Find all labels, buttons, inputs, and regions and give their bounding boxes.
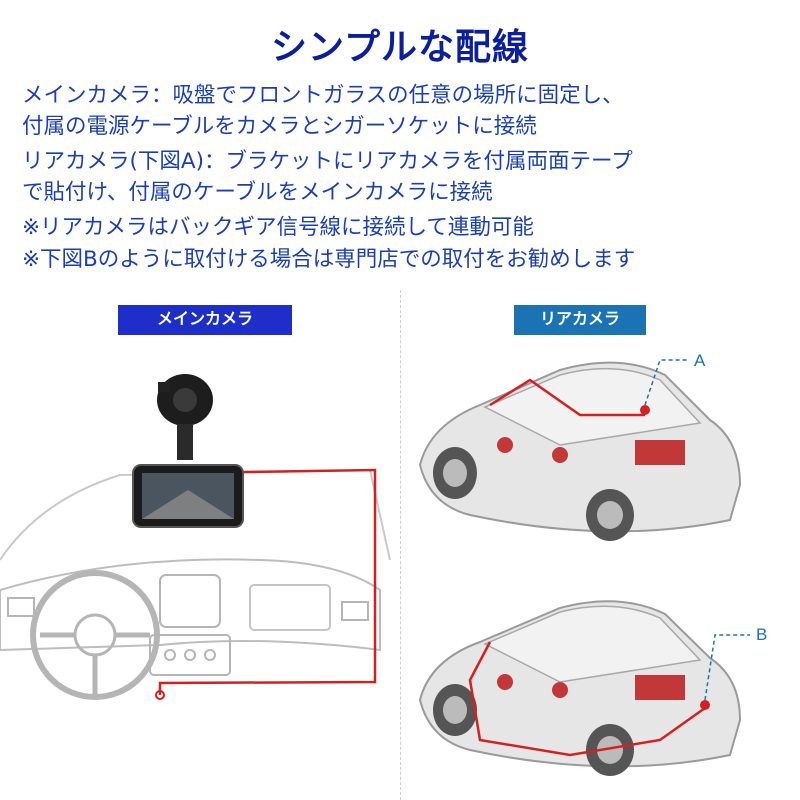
main-camera-text-line2: 付属の電源ケーブルをカメラとシガーソケットに接続 bbox=[22, 114, 537, 139]
rear-camera-text-line1: リアカメラ(下図A)：ブラケットにリアカメラを付属両面テープ bbox=[22, 149, 633, 174]
rear-camera-badge: リアカメラ bbox=[514, 305, 646, 335]
main-camera-description: メインカメラ：吸盤でフロントガラスの任意の場所に固定し、 付属の電源ケーブルをカ… bbox=[22, 80, 782, 142]
rear-camera-cable-a bbox=[489, 378, 645, 417]
callout-b-label: B bbox=[756, 625, 768, 644]
main-camera-illustration bbox=[0, 374, 391, 700]
rear-camera-car-a bbox=[418, 359, 742, 541]
note-professional-install: ※下図Bのように取付ける場合は専門店での取付をお勧めします bbox=[22, 247, 636, 272]
section-divider bbox=[400, 290, 401, 800]
callout-a-label: A bbox=[694, 351, 706, 370]
main-camera-cable bbox=[158, 468, 377, 695]
main-camera-text-line1: メインカメラ：吸盤でフロントガラスの任意の場所に固定し、 bbox=[22, 83, 624, 108]
rear-camera-text-line2: で貼付け、付属のケーブルをメインカメラに接続 bbox=[22, 180, 493, 205]
rear-camera-description: リアカメラ(下図A)：ブラケットにリアカメラを付属両面テープ で貼付け、付属のケ… bbox=[22, 146, 782, 208]
main-camera-badge: メインカメラ bbox=[118, 305, 292, 335]
rear-camera-cable-b bbox=[468, 641, 706, 757]
page-title: シンプルな配線 bbox=[271, 27, 529, 68]
rear-camera-car-b bbox=[418, 600, 750, 776]
note-reverse-signal: ※リアカメラはバックギア信号線に接続して連動可能 bbox=[22, 215, 534, 240]
